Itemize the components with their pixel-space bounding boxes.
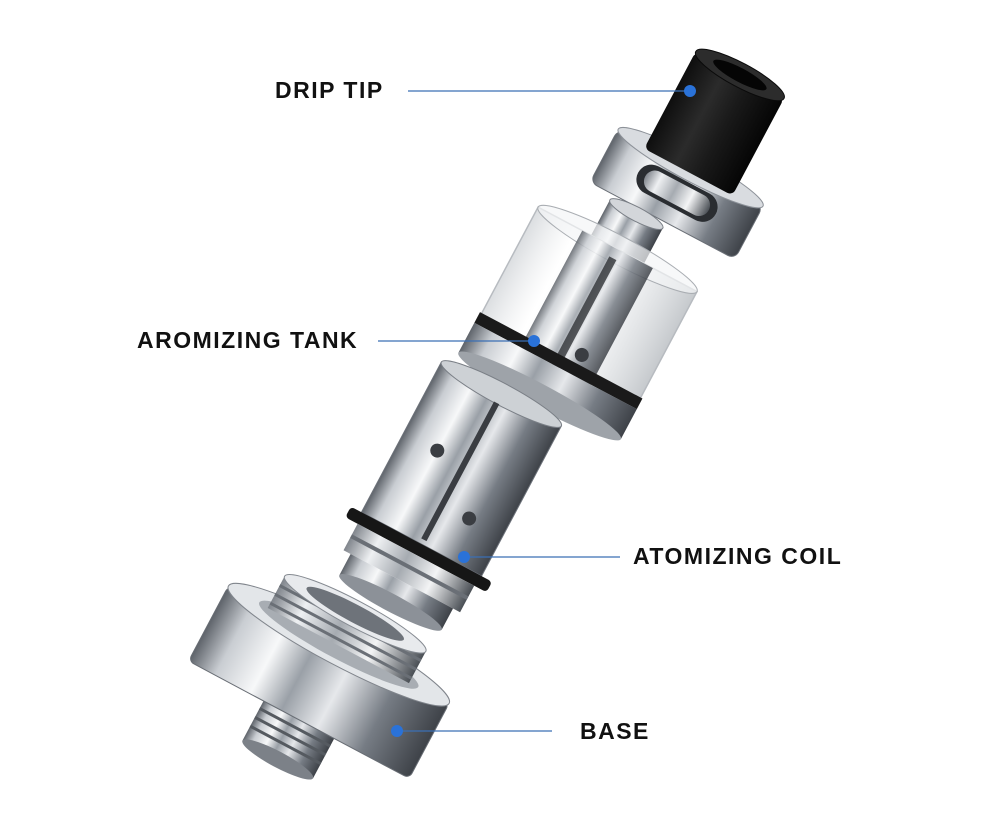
callout-aromizing-tank — [378, 335, 540, 347]
callout-dot-aromizing-tank — [528, 335, 540, 347]
aromizing-tank-part — [458, 198, 699, 441]
label-drip-tip: DRIP TIP — [275, 77, 384, 103]
callout-drip-tip — [408, 85, 696, 97]
label-atomizing-coil: ATOMIZING COIL — [633, 543, 843, 569]
drip-tip-part — [592, 48, 785, 257]
callout-dot-atomizing-coil — [458, 551, 470, 563]
atomizing-coil-part — [339, 360, 563, 631]
label-base: BASE — [580, 718, 650, 744]
callout-atomizing-coil — [458, 551, 620, 563]
callout-dot-drip-tip — [684, 85, 696, 97]
label-aromizing-tank: AROMIZING TANK — [137, 327, 359, 353]
base-part — [190, 574, 451, 780]
callout-dot-base — [391, 725, 403, 737]
callout-base — [391, 725, 552, 737]
